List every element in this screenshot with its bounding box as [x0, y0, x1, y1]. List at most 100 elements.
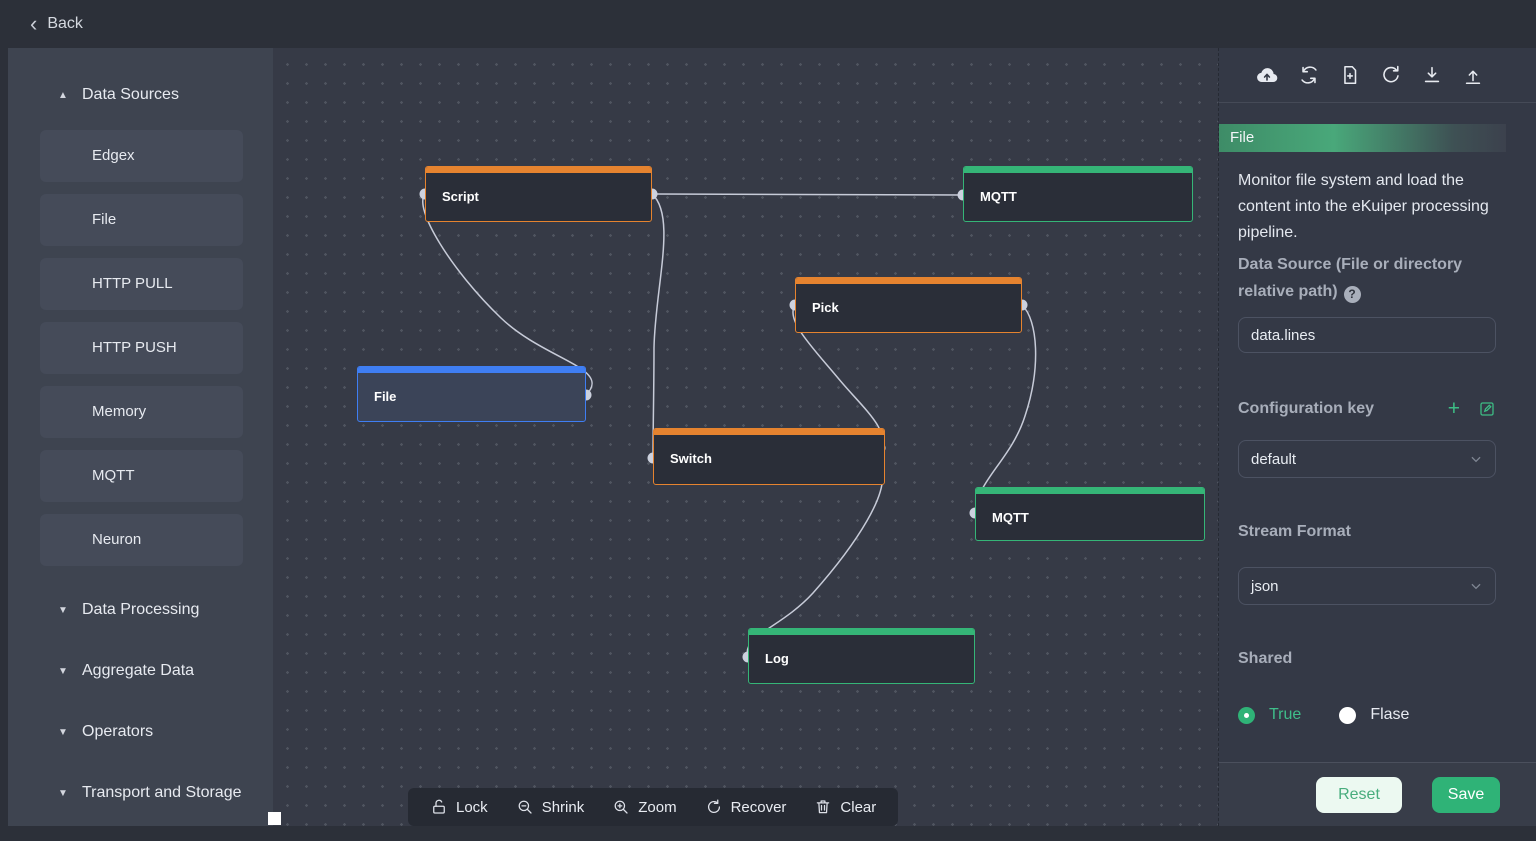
section-label: Data Sources: [82, 86, 179, 103]
clear-button[interactable]: Clear: [814, 798, 876, 816]
sidebar-item-neuron[interactable]: Neuron: [40, 514, 243, 566]
sidebar-section-transport-and-storage[interactable]: ▼ Transport and Storage: [8, 776, 273, 810]
zoom-in-icon: [612, 798, 630, 816]
node-color-bar: [976, 488, 1204, 494]
shared-radio-true[interactable]: True: [1238, 706, 1301, 724]
node-label: MQTT: [992, 510, 1029, 525]
node-label: File: [374, 389, 397, 404]
edge-script-to-switch: [651, 193, 665, 459]
triangle-down-icon: ▼: [58, 604, 68, 616]
chevron-down-icon: [1469, 579, 1483, 593]
node-label: Pick: [812, 300, 839, 315]
topbar: ‹ Back: [0, 0, 1536, 48]
triangle-down-icon: ▼: [58, 726, 68, 738]
flow-node-mqtt2[interactable]: MQTT: [975, 487, 1205, 541]
shared-radio-group: True Flase: [1238, 706, 1516, 724]
stream-format-select[interactable]: json: [1238, 567, 1496, 605]
file-plus-icon[interactable]: [1339, 64, 1361, 86]
lock-button[interactable]: Lock: [430, 798, 488, 816]
data-source-input[interactable]: [1238, 317, 1496, 353]
edge-pick-to-mqtt2: [974, 304, 1037, 514]
triangle-down-icon: ▼: [58, 665, 68, 677]
radio-label: Flase: [1370, 706, 1410, 723]
section-label: Operators: [82, 723, 154, 740]
edit-config-icon[interactable]: [1478, 400, 1496, 418]
node-color-bar: [796, 278, 1021, 284]
sidebar-item-file[interactable]: File: [40, 194, 243, 246]
configuration-key-select[interactable]: default: [1238, 440, 1496, 478]
lock-open-icon: [430, 798, 448, 816]
node-label: MQTT: [980, 189, 1017, 204]
section-label: Transport and Storage: [82, 784, 242, 801]
triangle-up-icon: ▲: [58, 89, 68, 101]
panel-title: File: [1219, 124, 1506, 152]
node-label: Switch: [670, 451, 712, 466]
flow-node-file[interactable]: File: [357, 366, 586, 422]
panel-footer: Reset Save: [1219, 762, 1536, 826]
zoom-out-icon: [516, 798, 534, 816]
config-panel: File Monitor file system and load the co…: [1218, 48, 1536, 826]
sidebar-section-aggregate-data[interactable]: ▼ Aggregate Data: [8, 654, 273, 688]
canvas-toolbar: Lock Shrink Zoom Recover Clear: [408, 788, 899, 826]
section-label: Aggregate Data: [82, 662, 195, 679]
sidebar-item-edgex[interactable]: Edgex: [40, 130, 243, 182]
sidebar-resize-handle[interactable]: [268, 812, 281, 825]
add-config-icon[interactable]: +: [1447, 396, 1460, 420]
flow-node-mqtt1[interactable]: MQTT: [963, 166, 1193, 222]
recover-icon: [705, 798, 723, 816]
sidebar-item-http-pull[interactable]: HTTP PULL: [40, 258, 243, 310]
reload-icon[interactable]: [1380, 64, 1402, 86]
download-icon[interactable]: [1421, 64, 1443, 86]
radio-unselected-icon[interactable]: [1339, 706, 1357, 724]
tool-label: Recover: [730, 798, 787, 816]
triangle-down-icon: ▼: [58, 787, 68, 799]
flow-node-script[interactable]: Script: [425, 166, 652, 222]
sidebar-item-http-push[interactable]: HTTP PUSH: [40, 322, 243, 374]
sync-icon[interactable]: [1298, 64, 1320, 86]
tool-label: Clear: [840, 798, 877, 816]
shrink-button[interactable]: Shrink: [516, 798, 585, 816]
shared-radio-flase[interactable]: Flase: [1339, 706, 1409, 724]
tool-label: Lock: [456, 798, 488, 816]
tool-label: Zoom: [638, 798, 677, 816]
section-label: Data Processing: [82, 601, 200, 618]
node-color-bar: [358, 367, 585, 373]
upload-icon[interactable]: [1462, 64, 1484, 86]
flow-node-pick[interactable]: Pick: [795, 277, 1022, 333]
tool-label: Shrink: [541, 798, 585, 816]
zoom-button[interactable]: Zoom: [612, 798, 677, 816]
back-button[interactable]: Back: [47, 15, 83, 32]
node-label: Log: [765, 651, 789, 666]
sidebar-section-data-processing[interactable]: ▼ Data Processing: [8, 593, 273, 627]
flow-node-log[interactable]: Log: [748, 628, 975, 684]
panel-description: Monitor file system and load the content…: [1238, 172, 1489, 241]
reset-button[interactable]: Reset: [1316, 776, 1402, 813]
edge-script-to-file: [422, 193, 593, 396]
edge-script-to-mqtt1: [651, 193, 964, 196]
sidebar-item-memory[interactable]: Memory: [40, 386, 243, 438]
chevron-left-icon: ‹: [30, 11, 38, 36]
sidebar-section-operators[interactable]: ▼ Operators: [8, 715, 273, 749]
node-color-bar: [964, 167, 1192, 173]
cloud-upload-icon[interactable]: [1255, 63, 1279, 87]
radio-selected-icon[interactable]: [1238, 706, 1255, 724]
save-button[interactable]: Save: [1432, 776, 1500, 813]
stream-format-value: json: [1251, 577, 1279, 595]
flow-node-switch[interactable]: Switch: [653, 428, 885, 485]
radio-label: True: [1269, 706, 1302, 723]
sidebar-section-data-sources[interactable]: ▲ Data Sources: [8, 78, 273, 112]
node-label: Script: [442, 189, 479, 204]
recover-button[interactable]: Recover: [705, 798, 787, 816]
data-source-label: Data Source (File or directory relative …: [1238, 256, 1463, 303]
shared-label: Shared: [1238, 650, 1293, 667]
node-color-bar: [426, 167, 651, 173]
chevron-down-icon: [1469, 452, 1483, 466]
help-icon[interactable]: ?: [1343, 286, 1361, 303]
sidebar-item-mqtt[interactable]: MQTT: [40, 450, 243, 502]
node-color-bar: [749, 629, 974, 635]
trash-icon: [814, 798, 832, 816]
